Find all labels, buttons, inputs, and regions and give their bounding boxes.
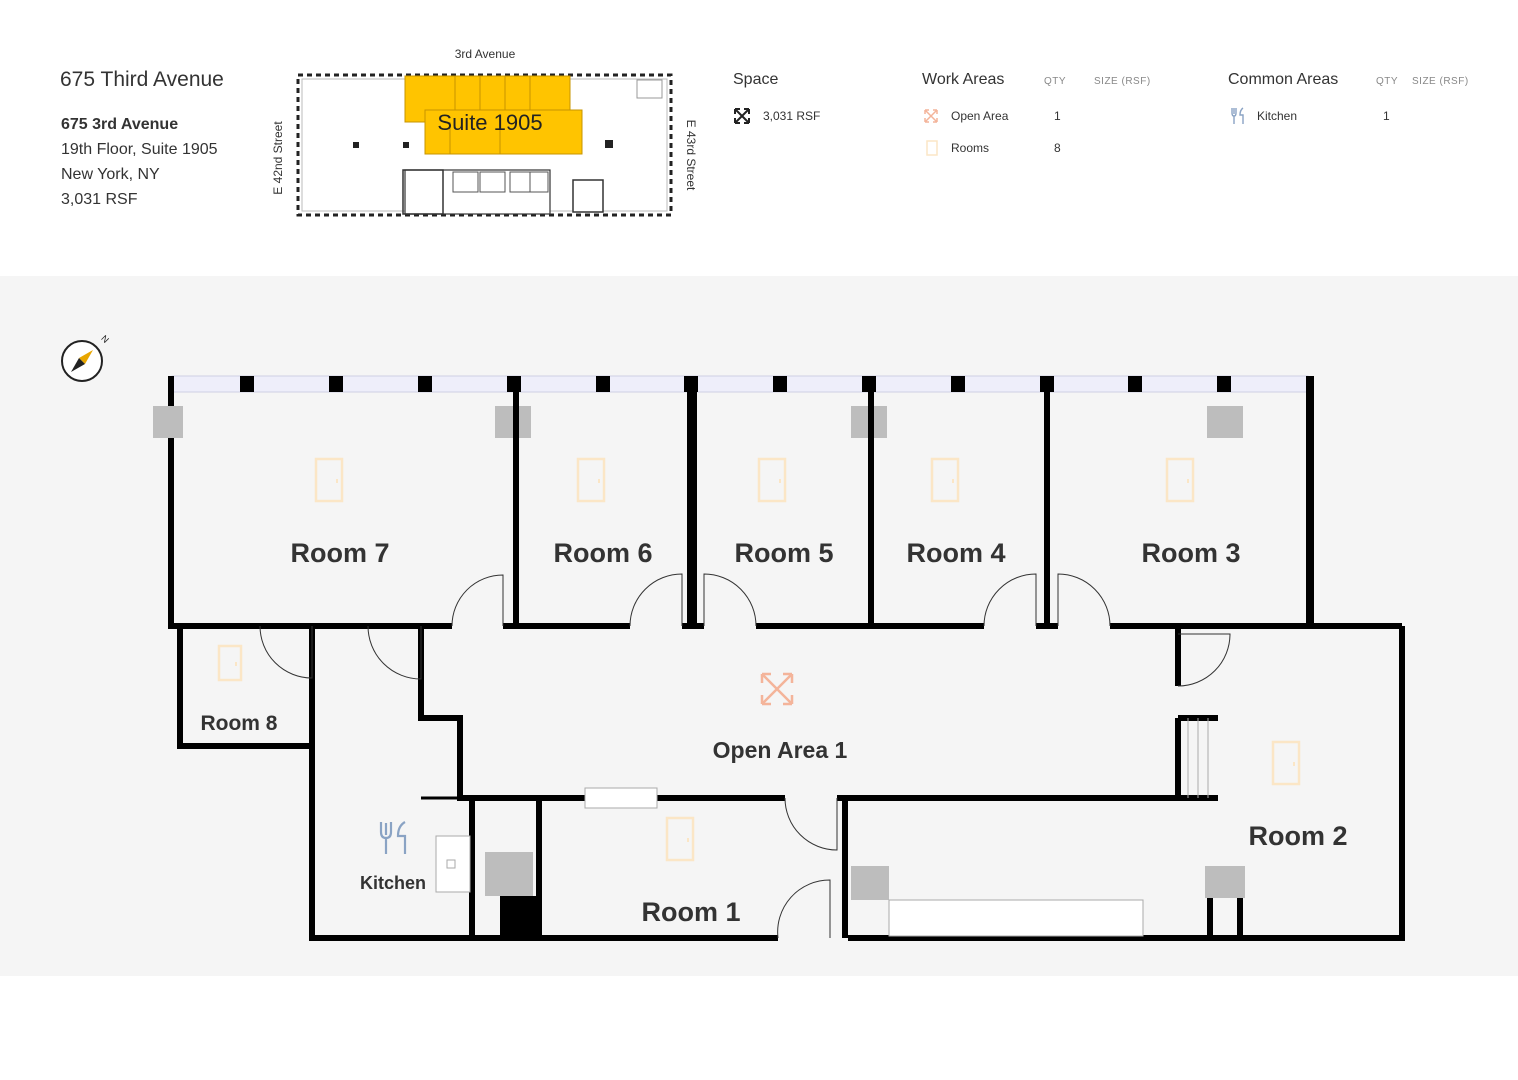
room-6-label: Room 6 — [553, 538, 652, 568]
window-strip — [168, 375, 1314, 628]
space-heading: Space — [733, 71, 779, 88]
room-4-label: Room 4 — [906, 538, 1005, 568]
bottom-strip — [28, 976, 1518, 1080]
work-area-row-qty: 8 — [1054, 141, 1061, 155]
street-top-label: 3rd Avenue — [455, 47, 516, 61]
door-icon — [926, 140, 938, 156]
work-areas-heading: Work Areas — [922, 71, 1005, 88]
room-3-label: Room 3 — [1141, 538, 1240, 568]
address-area: 3,031 RSF — [61, 191, 138, 208]
street-right-label: E 43rd Street — [684, 120, 698, 191]
open-area-icon — [760, 672, 794, 706]
work-area-row-qty: 1 — [1054, 109, 1061, 123]
space-value: 3,031 RSF — [763, 109, 821, 123]
work-area-row-label: Open Area — [951, 109, 1009, 123]
suite-label: Suite 1905 — [437, 110, 542, 135]
fork-knife-icon — [1231, 107, 1244, 124]
room-1-label: Room 1 — [641, 897, 740, 927]
address-block: 675 3rd Avenue 19th Floor, Suite 1905 Ne… — [61, 112, 218, 212]
key-plan: 3rd Avenue E 42nd Street E 43rd Street S… — [271, 47, 698, 217]
room-7-label: Room 7 — [290, 538, 389, 568]
address-floor-suite: 19th Floor, Suite 1905 — [61, 141, 218, 158]
room-5-label: Room 5 — [734, 538, 833, 568]
work-areas-size-header: SIZE (RSF) — [1094, 76, 1151, 87]
fork-knife-icon — [379, 821, 407, 854]
common-area-row-label: Kitchen — [1257, 109, 1298, 123]
door-icon — [217, 457, 1301, 862]
common-areas-qty-header: QTY — [1376, 76, 1399, 87]
common-area-row-qty: 1 — [1383, 109, 1390, 123]
open-area-icon — [924, 109, 938, 123]
compass-north-label: N — [99, 333, 111, 345]
key-plan-outline — [296, 73, 673, 217]
work-area-row-label: Rooms — [951, 141, 990, 155]
structural-columns — [153, 406, 1245, 900]
expand-arrows-icon — [734, 108, 750, 124]
common-areas-size-header: SIZE (RSF) — [1412, 76, 1469, 87]
shaft-block — [500, 896, 536, 938]
room-8-label: Room 8 — [200, 712, 277, 735]
work-areas-qty-header: QTY — [1044, 76, 1067, 87]
building-title: 675 Third Avenue — [60, 68, 224, 91]
floorplan: Room 7 Room 6 Room 5 Room 4 Room 3 Room … — [153, 375, 1405, 941]
fixtures — [435, 718, 1209, 937]
room-2-label: Room 2 — [1248, 821, 1347, 851]
door-swings — [259, 573, 1231, 939]
kitchen-label: Kitchen — [360, 873, 426, 893]
open-area-label: Open Area 1 — [713, 737, 848, 763]
compass-icon: N — [61, 333, 111, 382]
address-city: New York, NY — [61, 166, 160, 183]
street-left-label: E 42nd Street — [271, 121, 285, 195]
walls — [168, 392, 1405, 941]
address-street: 675 3rd Avenue — [61, 116, 179, 133]
common-areas-heading: Common Areas — [1228, 71, 1339, 88]
door-handles — [235, 479, 1295, 842]
